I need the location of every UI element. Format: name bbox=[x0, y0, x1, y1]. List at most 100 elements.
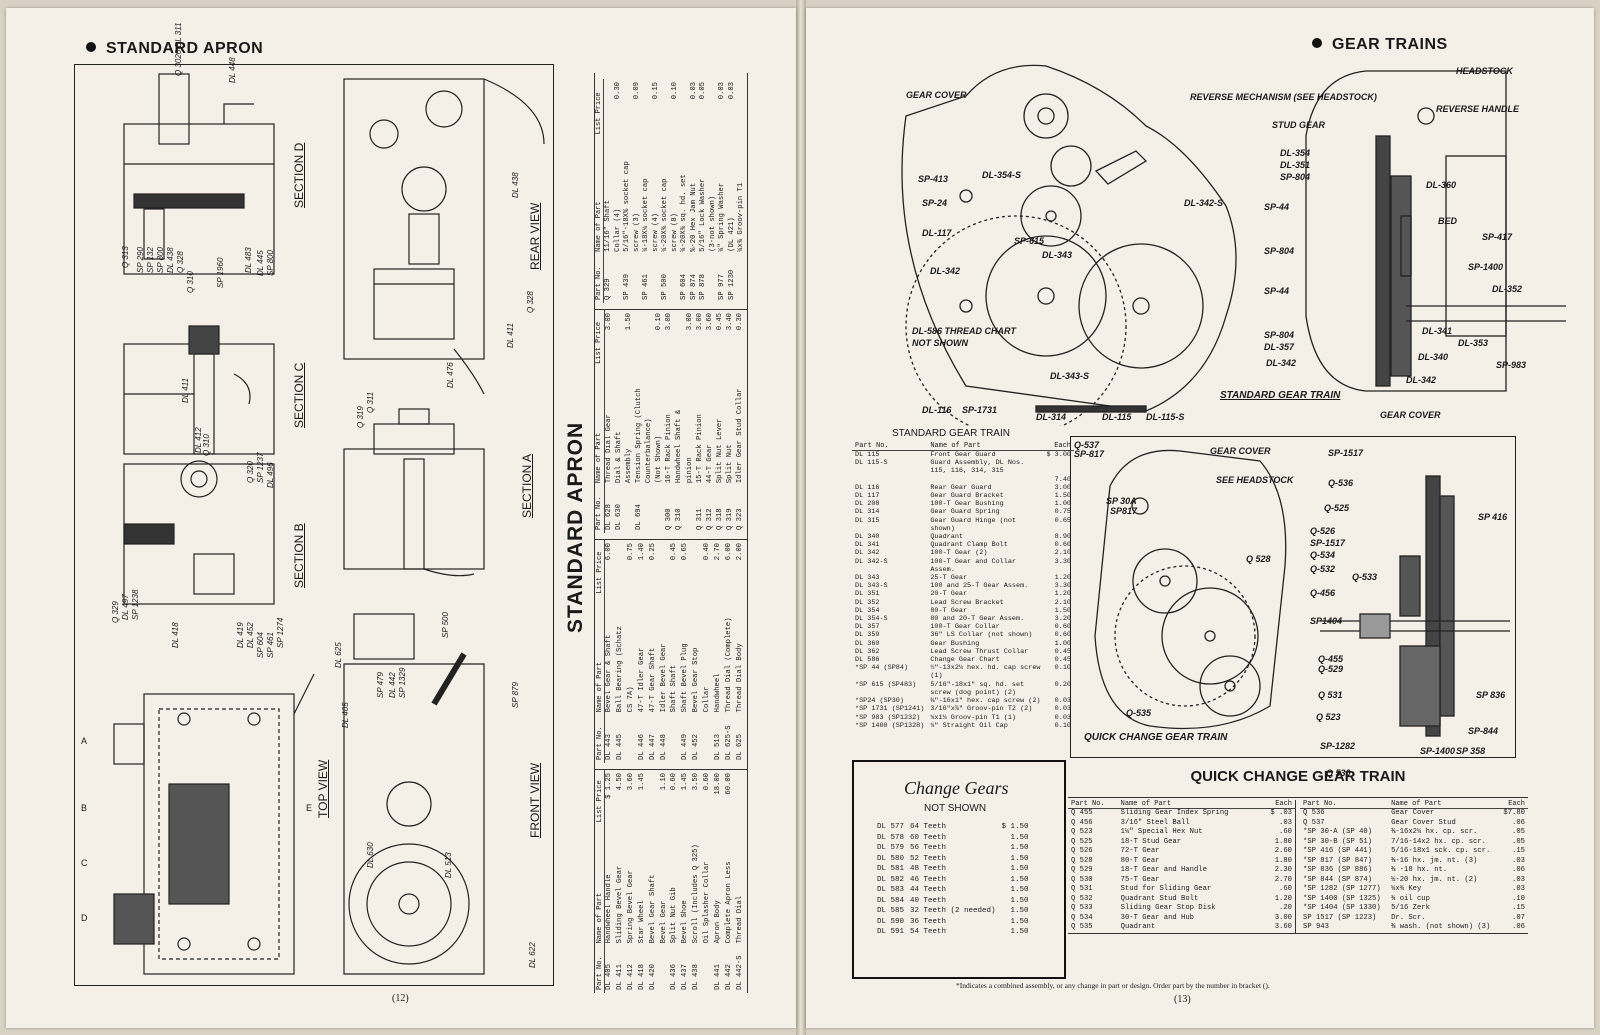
table-cell: 80-T Gear bbox=[930, 606, 968, 615]
table-cell bbox=[692, 540, 703, 597]
diagram-callout: Q-532 bbox=[1310, 564, 1336, 574]
table-cell: 20-T Gear bbox=[930, 590, 968, 599]
apron-callout: Q 319 bbox=[356, 406, 365, 428]
table-cell: 2.10 bbox=[1054, 598, 1071, 607]
table-row: *SP 983 (SP1232)¼x1¼ Groov-pin T1 (1)0.0… bbox=[852, 714, 1074, 722]
table-cell: DL 590 bbox=[877, 917, 905, 926]
table-cell: 0.60 bbox=[1054, 541, 1071, 550]
apron-callout: DL 496 bbox=[266, 462, 275, 488]
table-cell: Q 319 bbox=[726, 508, 735, 530]
table-cell: Split Nut Lever bbox=[715, 418, 724, 484]
table-cell: ¾ oil cup bbox=[1391, 894, 1430, 903]
table-cell: Q 532 bbox=[1071, 894, 1093, 903]
apron-callout: DL 476 bbox=[446, 362, 455, 388]
table-cell bbox=[627, 715, 638, 763]
diagram-callout: Q-536 bbox=[1328, 478, 1354, 488]
table-cell: screw (4) bbox=[651, 213, 660, 252]
diagram-callout: SP-804 bbox=[1264, 330, 1295, 340]
table-header: Part No. bbox=[595, 254, 604, 303]
table-cell: 0.45 bbox=[670, 543, 679, 561]
quick-change-table-title: QUICK CHANGE GEAR TRAIN bbox=[1190, 768, 1406, 785]
table-row: *SP 1731 (SP1241)3/16"x⅞" Groov-pin T2 (… bbox=[852, 705, 1074, 713]
apron-callout: SP 879 bbox=[511, 682, 520, 708]
apron-callout: SP 1960 bbox=[216, 257, 225, 288]
table-cell: .05 bbox=[1512, 837, 1525, 846]
section-b-label: SECTION B bbox=[292, 523, 306, 588]
table-cell: Q 312 bbox=[705, 508, 714, 530]
table-cell: 32 Teeth (2 needed) bbox=[910, 907, 996, 915]
table-header: Part No. bbox=[595, 946, 605, 993]
table-cell: 0.75 bbox=[627, 543, 635, 561]
table-cell: DL 314 bbox=[855, 508, 880, 517]
table-cell: DL 411 bbox=[616, 964, 625, 990]
apron-callout: DL 411 bbox=[181, 377, 190, 403]
table-cell: 3.00 bbox=[685, 313, 694, 331]
table-cell: 40 Teeth bbox=[910, 896, 947, 905]
circle-label-d: D bbox=[81, 913, 88, 923]
table-cell: Q 329 bbox=[604, 278, 612, 300]
table-row: *SP 844 (SP 874)½-20 hx. jm. nt. (2).03 bbox=[1300, 876, 1528, 886]
table-row: *SP 836 (SP 886)⅜ -18 hx. nt..06 bbox=[1300, 866, 1528, 876]
table-cell: DL 442 bbox=[724, 964, 733, 990]
table-cell: Bevel Shoe bbox=[681, 900, 690, 944]
table-cell: Q 323 bbox=[736, 508, 745, 530]
diagram-callout: Q-525 bbox=[1324, 503, 1350, 513]
table-cell: DL 351 bbox=[855, 590, 880, 599]
table-cell: 100-T Gear Collar bbox=[930, 623, 1000, 632]
table-cell: .03 bbox=[1512, 875, 1525, 884]
table-cell: SP 1230 bbox=[727, 269, 736, 300]
table-cell: Assembly bbox=[624, 448, 633, 484]
apron-callout: DL 411 bbox=[506, 322, 515, 348]
table-cell: $ .03 bbox=[1270, 809, 1292, 817]
table-cell bbox=[709, 79, 719, 137]
table-cell: DL 208 bbox=[855, 500, 880, 509]
table-cell: Thread Dial bbox=[735, 895, 744, 944]
table-cell: 1.50 bbox=[1010, 854, 1029, 863]
table-cell: DL 359 bbox=[855, 631, 880, 640]
table-cell: 1.80 bbox=[1274, 837, 1292, 846]
diagram-callout: DL-117 bbox=[922, 228, 952, 238]
diagram-callout: SP 30A bbox=[1106, 496, 1137, 506]
table-cell: 1.50 bbox=[1010, 844, 1029, 852]
table-cell: 1.20 bbox=[1054, 590, 1071, 599]
table-header: Part No. bbox=[595, 486, 605, 533]
table-cell: .05 bbox=[1512, 828, 1525, 836]
table-cell: DL 341 bbox=[855, 541, 880, 550]
table-cell: DL 586 bbox=[855, 656, 880, 665]
bullet-icon bbox=[86, 42, 96, 52]
diagram-callout: SP-1731 bbox=[962, 405, 998, 415]
table-cell bbox=[703, 715, 714, 763]
table-cell: DL 357 bbox=[855, 623, 880, 632]
table-cell: 1.50 bbox=[1010, 833, 1029, 842]
table-cell bbox=[642, 79, 652, 137]
diagram-callout: Q-535 bbox=[1126, 708, 1152, 718]
table-header: List Price bbox=[595, 79, 604, 138]
table-cell: Oil Splasher Collar bbox=[703, 861, 712, 944]
table-header: Part No. bbox=[1068, 800, 1118, 809]
diagram-callout: DL-354 bbox=[1280, 148, 1311, 158]
apron-callout: SP 290 bbox=[136, 247, 145, 273]
table-cell: 0.03 bbox=[1054, 713, 1071, 722]
diagram-callout: SP-1400 bbox=[1468, 262, 1504, 272]
table-cell: screw (8) bbox=[670, 213, 679, 252]
diagram-callout: DL-343-S bbox=[1050, 371, 1090, 381]
table-cell: 1.50 bbox=[1010, 886, 1029, 894]
table-cell: DL 412 bbox=[627, 964, 635, 990]
table-cell: 0.45 bbox=[715, 313, 724, 331]
table-cell: Thread Dial Gear bbox=[604, 414, 613, 484]
table-cell: Split Nut bbox=[726, 444, 735, 484]
table-cell: 0.65 bbox=[681, 543, 690, 561]
